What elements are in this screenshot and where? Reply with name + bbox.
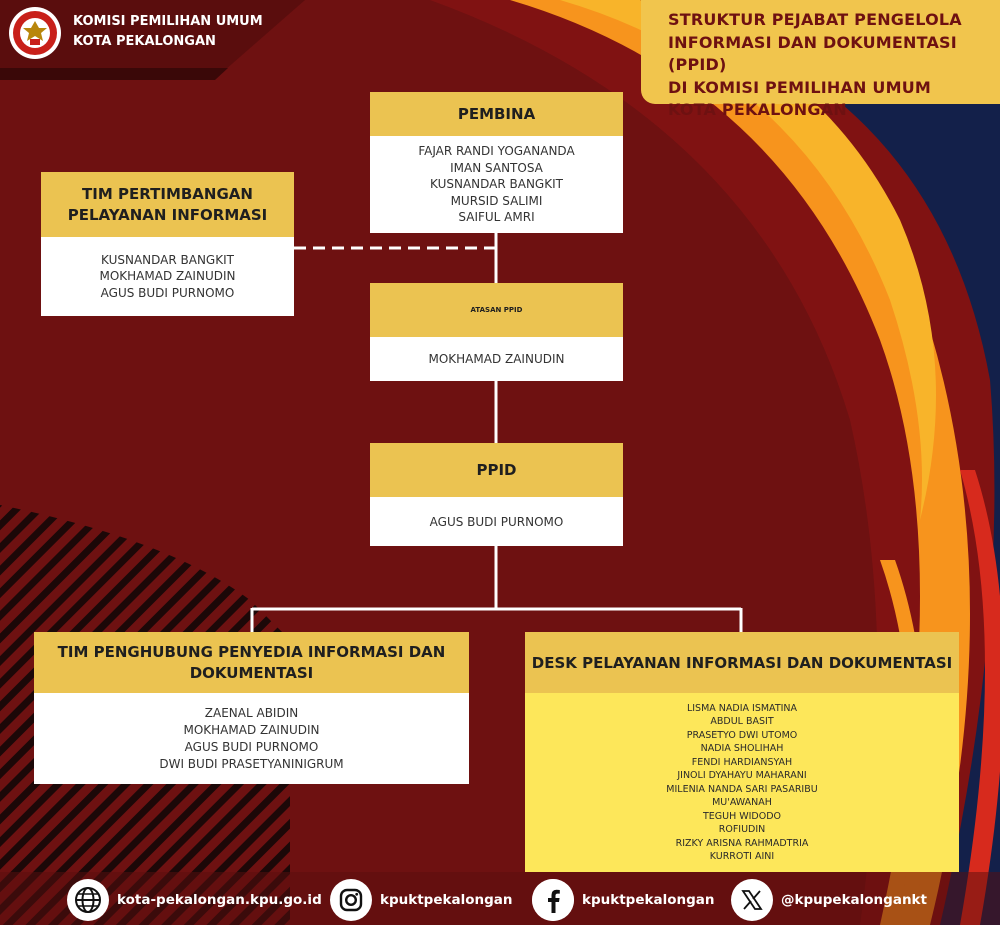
desk-member: KURROTI AINI: [709, 851, 775, 862]
desk-member: LISMA NADIA ISMATINA: [686, 702, 798, 714]
desk-member: PRASETYO DWI UTOMO: [686, 729, 798, 741]
title-line-2: INFORMASI DAN DOKUMENTASI (PPID): [668, 32, 957, 75]
tim-penghubung-member: MOKHAMAD ZAINUDIN: [183, 722, 320, 737]
tim-penghubung-member: DWI BUDI PRASETYANINIGRUM: [159, 756, 344, 771]
instagram-label[interactable]: kpuktpekalongan: [380, 892, 513, 908]
tim-penghubung-box: TIM PENGHUBUNG PENYEDIA INFORMASI DAN DO…: [34, 632, 469, 784]
footer-facebook[interactable]: kpuktpekalongan: [532, 877, 715, 923]
page-title: STRUKTUR PEJABAT PENGELOLA INFORMASI DAN…: [668, 9, 1000, 122]
pembina-member: MURSID SALIMI: [450, 193, 543, 208]
desk-pelayanan-box: DESK PELAYANAN INFORMASI DAN DOKUMENTASI…: [525, 632, 959, 872]
pembina-box: PEMBINA FAJAR RANDI YOGANANDA IMAN SANTO…: [370, 92, 623, 233]
title-line-3: DI KOMISI PEMILIHAN UMUM: [668, 77, 932, 97]
desk-member: ABDUL BASIT: [710, 716, 774, 727]
tim-pertimbangan-heading-line2: PELAYANAN INFORMASI: [67, 205, 268, 224]
x-label[interactable]: @kpupekalongankt: [781, 892, 927, 908]
pembina-members: FAJAR RANDI YOGANANDA IMAN SANTOSA KUSNA…: [370, 136, 623, 233]
pembina-heading-text: PEMBINA: [457, 105, 536, 123]
desk-member: MU'AWANAH: [712, 797, 772, 808]
pembina-heading: PEMBINA: [370, 92, 623, 136]
facebook-label[interactable]: kpuktpekalongan: [582, 892, 715, 908]
tim-penghubung-heading: TIM PENGHUBUNG PENYEDIA INFORMASI DAN DO…: [34, 632, 469, 693]
ppid-box: PPID AGUS BUDI PURNOMO: [370, 443, 623, 546]
ppid-member: AGUS BUDI PURNOMO: [429, 514, 564, 529]
globe-icon: [67, 879, 109, 921]
pembina-member: SAIFUL AMRI: [458, 210, 535, 225]
instagram-icon: [330, 879, 372, 921]
facebook-icon: [532, 879, 574, 921]
x-logo-icon: [731, 879, 773, 921]
desk-pelayanan-members: LISMA NADIA ISMATINA ABDUL BASIT PRASETY…: [525, 693, 959, 872]
tim-pertimbangan-heading-line1: TIM PERTIMBANGAN: [82, 184, 253, 203]
atasan-ppid-heading: ATASAN PPID: [370, 283, 623, 337]
org-name-line2: KOTA PEKALONGAN: [73, 34, 216, 49]
title-line-4: KOTA PEKALONGAN: [668, 100, 847, 119]
desk-pelayanan-heading: DESK PELAYANAN INFORMASI DAN DOKUMENTASI: [525, 632, 959, 693]
tim-pertimbangan-box: TIM PERTIMBANGAN PELAYANAN INFORMASI KUS…: [41, 172, 294, 316]
tim-penghubung-heading-line1: TIM PENGHUBUNG PENYEDIA INFORMASI DAN: [57, 642, 446, 661]
org-name: KOMISI PEMILIHAN UMUM KOTA PEKALONGAN: [73, 12, 263, 52]
atasan-ppid-member: MOKHAMAD ZAINUDIN: [428, 352, 565, 366]
desk-member: RIZKY ARISNA RAHMADTRIA: [675, 837, 809, 849]
ppid-heading-text: PPID: [476, 461, 517, 479]
tim-pertimbangan-member: MOKHAMAD ZAINUDIN: [99, 269, 236, 284]
desk-member: NADIA SHOLIHAH: [700, 743, 784, 754]
title-box: STRUKTUR PEJABAT PENGELOLA INFORMASI DAN…: [641, 0, 1000, 119]
pembina-member: FAJAR RANDI YOGANANDA: [418, 144, 575, 159]
org-name-line1: KOMISI PEMILIHAN UMUM: [73, 14, 263, 29]
desk-member: ROFIUDIN: [718, 824, 766, 835]
footer-instagram[interactable]: kpuktpekalongan: [330, 877, 513, 923]
ppid-heading: PPID: [370, 443, 623, 497]
tim-penghubung-heading-line2: DOKUMENTASI: [189, 663, 314, 682]
kpu-logo: [9, 7, 61, 59]
desk-member: MILENIA NANDA SARI PASARIBU: [666, 783, 818, 795]
desk-member: FENDI HARDIANSYAH: [691, 756, 793, 768]
ppid-members: AGUS BUDI PURNOMO: [370, 497, 623, 546]
atasan-ppid-heading-text: ATASAN PPID: [470, 306, 523, 314]
pembina-member: IMAN SANTOSA: [450, 160, 543, 175]
tim-pertimbangan-members: KUSNANDAR BANGKIT MOKHAMAD ZAINUDIN AGUS…: [41, 237, 294, 316]
atasan-ppid-members: MOKHAMAD ZAINUDIN: [370, 337, 623, 381]
website-label[interactable]: kota-pekalongan.kpu.go.id: [117, 892, 322, 908]
tim-penghubung-member: ZAENAL ABIDIN: [204, 705, 299, 720]
tim-pertimbangan-member: KUSNANDAR BANGKIT: [101, 252, 234, 267]
title-line-1: STRUKTUR PEJABAT PENGELOLA: [668, 10, 962, 29]
footer-website[interactable]: kota-pekalongan.kpu.go.id: [67, 877, 322, 923]
tim-penghubung-member: AGUS BUDI PURNOMO: [184, 739, 319, 754]
desk-member: JINOLI DYAHAYU MAHARANI: [677, 770, 807, 781]
tim-pertimbangan-heading: TIM PERTIMBANGAN PELAYANAN INFORMASI: [41, 172, 294, 237]
footer-x[interactable]: @kpupekalongankt: [731, 877, 927, 923]
atasan-ppid-box: ATASAN PPID MOKHAMAD ZAINUDIN: [370, 283, 623, 381]
tim-penghubung-members: ZAENAL ABIDIN MOKHAMAD ZAINUDIN AGUS BUD…: [34, 693, 469, 784]
desk-member: TEGUH WIDODO: [702, 810, 782, 822]
pembina-member: KUSNANDAR BANGKIT: [430, 177, 563, 192]
tim-pertimbangan-member: AGUS BUDI PURNOMO: [100, 285, 235, 300]
desk-pelayanan-heading-text: DESK PELAYANAN INFORMASI DAN DOKUMENTASI: [531, 653, 953, 672]
